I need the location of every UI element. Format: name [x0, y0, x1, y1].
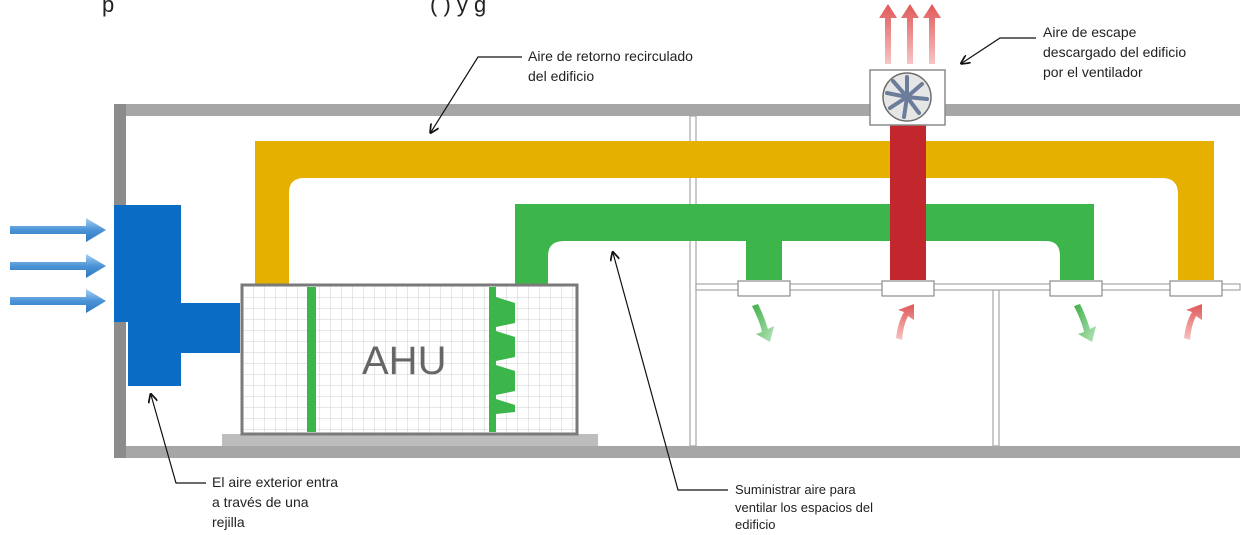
exhaust-air-label-line3: por el ventilador [1043, 64, 1143, 80]
return-grille [1169, 280, 1223, 297]
outside-air-duct [114, 205, 240, 386]
ahu-fan-blades [496, 297, 515, 414]
partition-wall [992, 289, 1000, 447]
outside-air-arrow-icon [10, 218, 106, 242]
ahu-label: AHU [362, 339, 446, 383]
ahu-filter [307, 287, 316, 432]
exhaust-air-duct [890, 125, 926, 280]
outside-air-label-line3: rejilla [212, 514, 245, 530]
top-text: p [102, 0, 114, 17]
exhaust-air-label-line1: Aire de escape [1043, 24, 1137, 40]
annotation-supply-air: Suministrar aire para ventilar los espac… [613, 253, 873, 532]
outside-air-arrows [10, 218, 106, 313]
exhaust-air-arrows [879, 4, 941, 64]
exhaust-air-label-line2: descargado del edificio [1043, 44, 1186, 60]
supply-air-duct [515, 204, 1094, 284]
annotation-return-air: Aire de retorno recirculado del edificio [431, 48, 693, 132]
exhaust-grille [881, 280, 935, 297]
supply-diffuser-arrow-icon [752, 304, 774, 342]
roof-slab [114, 104, 1240, 116]
supply-diffuser [737, 280, 791, 297]
return-arrow-icon [1184, 304, 1202, 340]
supply-air-leader [613, 253, 728, 491]
exhaust-arrow-icon [901, 4, 919, 64]
ceiling-diffusers [737, 280, 1223, 297]
ceiling [695, 283, 1241, 291]
supply-air-label-line3: edificio [735, 517, 775, 532]
building-structure [114, 104, 1241, 458]
return-air-label-line2: del edificio [528, 68, 594, 84]
room-airflow-arrows [752, 304, 1202, 342]
supply-air-label-line2: ventilar los espacios del [735, 500, 873, 515]
exhaust-arrow-icon [896, 304, 914, 340]
exhaust-air-leader [962, 37, 1036, 63]
exhaust-arrow-icon [923, 4, 941, 64]
outside-air-arrow-icon [10, 289, 106, 313]
exhaust-fan-icon [882, 72, 932, 122]
supply-diffuser-arrow-icon [1074, 304, 1096, 342]
outside-air-arrow-icon [10, 254, 106, 278]
top-text-right: ( ) y g [430, 0, 486, 17]
air-handling-unit: AHU [240, 283, 579, 436]
ahu-coil [489, 287, 496, 432]
outside-air-label-line1: El aire exterior entra [212, 474, 338, 490]
supply-diffuser [1049, 280, 1103, 297]
partition-wall [689, 115, 697, 447]
floor-slab [114, 446, 1240, 458]
annotation-exhaust-air: Aire de escape descargado del edificio p… [962, 24, 1186, 80]
return-air-leader [431, 56, 522, 132]
exhaust-fan [869, 69, 946, 126]
return-air-duct [255, 141, 1214, 284]
supply-air-label-line1: Suministrar aire para [735, 482, 856, 497]
outside-air-label-line2: a través de una [212, 494, 309, 510]
exhaust-arrow-icon [879, 4, 897, 64]
return-air-label-line1: Aire de retorno recirculado [528, 48, 693, 64]
annotation-outside-air: El aire exterior entra a través de una r… [151, 395, 338, 530]
ahu-base-pad [222, 434, 598, 446]
outside-air-leader [151, 395, 206, 484]
